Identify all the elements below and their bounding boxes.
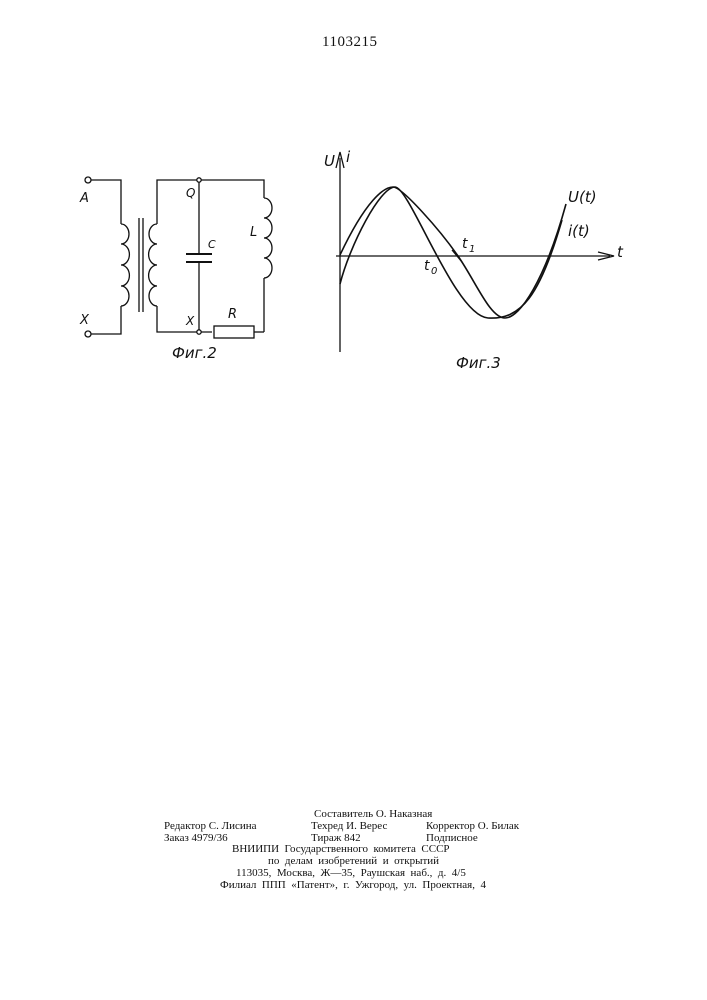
label-u-t: U(t)	[568, 188, 597, 206]
figure-3-caption: Фиг.3	[456, 354, 501, 372]
secondary-lead-top	[157, 180, 264, 224]
label-l: L	[250, 225, 257, 240]
footer-compiler: Составитель О. Наказная	[314, 808, 432, 820]
label-x-right: X	[185, 314, 195, 328]
axis-label-t: t	[617, 243, 624, 261]
figure-2-caption: Фиг.2	[172, 344, 217, 362]
figure-2-circuit	[85, 177, 272, 338]
label-r: R	[228, 307, 237, 322]
label-i-t: i(t)	[568, 222, 590, 240]
curve-i-t	[340, 187, 562, 318]
label-t0: t	[424, 258, 430, 274]
label-t1-subscript: 1	[469, 244, 475, 255]
resistor	[214, 326, 254, 338]
footer-org-line1: ВНИИПИ Государственного комитета СССР	[232, 843, 450, 855]
secondary-winding	[149, 224, 157, 306]
terminal-x-left	[85, 331, 91, 337]
footer-address: 113035, Москва, Ж—35, Раушская наб., д. …	[236, 867, 466, 879]
footer-branch: Филиал ППП «Патент», г. Ужгород, ул. Про…	[220, 879, 486, 891]
figure-3-labels: U i t U(t) i(t) t 0 t 1 Фиг.3	[324, 148, 624, 372]
label-t0-subscript: 0	[431, 266, 437, 277]
footer-order: Заказ 4979/36	[164, 832, 228, 844]
footer-corrector: Корректор О. Билак	[426, 820, 519, 832]
label-t1: t	[462, 236, 468, 252]
axis-label-u: U	[324, 152, 335, 170]
node-q	[197, 178, 201, 182]
terminal-a	[85, 177, 91, 183]
primary-winding	[121, 224, 129, 306]
axis-label-i: i	[346, 148, 351, 166]
footer-org-line2: по делам изобретений и открытий	[268, 855, 439, 867]
primary-lead-bottom	[91, 306, 121, 334]
inductor-coil	[264, 198, 272, 278]
primary-lead-top	[91, 180, 121, 224]
secondary-lead-bottom	[157, 306, 212, 332]
node-x	[197, 330, 201, 334]
footer-techred: Техред И. Верес	[311, 820, 387, 832]
footer-editor: Редактор С. Лисина	[164, 820, 257, 832]
label-a: A	[79, 191, 89, 206]
label-q: Q	[186, 186, 195, 200]
figure-2-labels: A X Q X C L R Фиг.2	[79, 186, 257, 362]
label-c: C	[208, 238, 216, 251]
label-x-left: X	[79, 313, 90, 328]
